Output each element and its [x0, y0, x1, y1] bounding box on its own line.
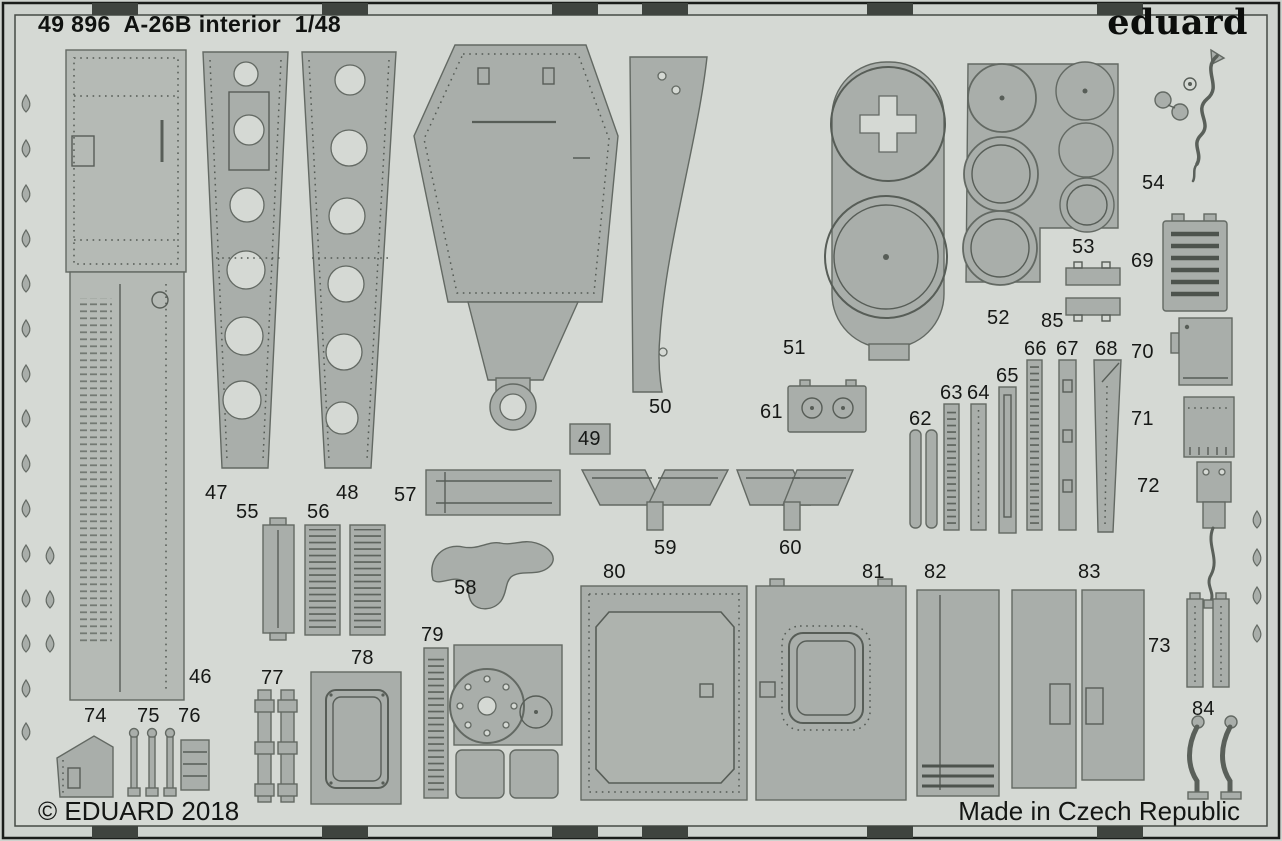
part-label-80: 80 — [603, 561, 626, 583]
part-label-69: 69 — [1131, 250, 1154, 272]
part-60-shape — [735, 469, 855, 531]
part-label-70: 70 — [1131, 341, 1154, 363]
part-label-50: 50 — [649, 396, 672, 418]
part-label-68: 68 — [1095, 338, 1118, 360]
part-label-85: 85 — [1041, 310, 1064, 332]
part-label-83: 83 — [1078, 561, 1101, 583]
part-69-shape — [1162, 213, 1228, 312]
part-label-55: 55 — [236, 501, 259, 523]
part-72-shape — [1196, 461, 1232, 609]
part-label-62: 62 — [909, 408, 932, 430]
part-84-shape — [1187, 715, 1242, 800]
part-label-82: 82 — [924, 561, 947, 583]
part-47-shape — [202, 51, 289, 469]
part-label-71: 71 — [1131, 408, 1154, 430]
part-label-76: 76 — [178, 705, 201, 727]
part-label-84: 84 — [1192, 698, 1215, 720]
part-71-shape — [1183, 396, 1235, 458]
part-51-shape — [824, 61, 948, 361]
part-65-shape — [998, 386, 1017, 534]
part-label-73: 73 — [1148, 635, 1171, 657]
made-in-text: Made in Czech Republic — [958, 796, 1240, 826]
part-58-shape — [431, 541, 554, 610]
part-54-shape — [1154, 48, 1226, 183]
part-label-46: 46 — [189, 666, 212, 688]
part-59-shape — [580, 469, 730, 531]
part-label-57: 57 — [394, 484, 417, 506]
part-label-77: 77 — [261, 667, 284, 689]
part-52-53-shape — [962, 61, 1119, 286]
part-48-shape — [301, 51, 397, 469]
part-label-59: 59 — [654, 537, 677, 559]
catalog-title: 49 896 A-26B interior 1/48 — [38, 11, 342, 37]
part-57-shape — [425, 469, 561, 516]
part-49-shape — [413, 44, 619, 455]
part-50-shape — [629, 56, 708, 393]
part-label-74: 74 — [84, 705, 107, 727]
part-80-shape — [580, 585, 748, 801]
eduard-brand-logo: eduard — [1107, 2, 1248, 43]
part-label-61: 61 — [760, 401, 783, 423]
part-label-47: 47 — [205, 482, 228, 504]
part-label-49: 49 — [578, 428, 601, 450]
part-66-shape — [1026, 359, 1043, 531]
part-label-58: 58 — [454, 577, 477, 599]
part-82-shape — [916, 589, 1000, 797]
part-label-54: 54 — [1142, 172, 1165, 194]
part-76-shape — [180, 739, 210, 791]
part-77-shape — [254, 689, 298, 803]
part-74-shape — [56, 735, 114, 798]
part-55-shape — [262, 517, 295, 641]
part-61-shape — [787, 379, 867, 433]
part-63-shape — [943, 403, 960, 531]
part-79-shape — [423, 644, 563, 799]
part-label-81: 81 — [862, 561, 885, 583]
part-label-79: 79 — [421, 624, 444, 646]
part-label-78: 78 — [351, 647, 374, 669]
part-label-64: 64 — [967, 382, 990, 404]
part-85-shape — [1065, 261, 1121, 322]
part-75-shape — [127, 727, 177, 797]
part-78-shape — [310, 671, 402, 805]
part-73-shape — [1186, 592, 1230, 688]
part-62-shape — [909, 429, 938, 529]
part-label-72: 72 — [1137, 475, 1160, 497]
part-83-shape — [1011, 589, 1145, 789]
copyright-text: © EDUARD 2018 — [38, 796, 240, 826]
part-67-shape — [1058, 359, 1077, 531]
part-label-52: 52 — [987, 307, 1010, 329]
part-label-67: 67 — [1056, 338, 1079, 360]
part-64-shape — [970, 403, 987, 531]
part-70-shape — [1170, 317, 1233, 386]
part-56-shape — [304, 524, 386, 636]
part-label-75: 75 — [137, 705, 160, 727]
part-68-shape — [1093, 359, 1122, 533]
part-label-60: 60 — [779, 537, 802, 559]
fret-edge-tabs — [92, 3, 1143, 838]
part-label-51: 51 — [783, 337, 806, 359]
part-label-63: 63 — [940, 382, 963, 404]
part-label-65: 65 — [996, 365, 1019, 387]
part-label-66: 66 — [1024, 338, 1047, 360]
part-46-shape — [65, 49, 187, 701]
part-label-53: 53 — [1072, 236, 1095, 258]
part-81-shape — [755, 578, 907, 801]
part-label-56: 56 — [307, 501, 330, 523]
part-label-48: 48 — [336, 482, 359, 504]
